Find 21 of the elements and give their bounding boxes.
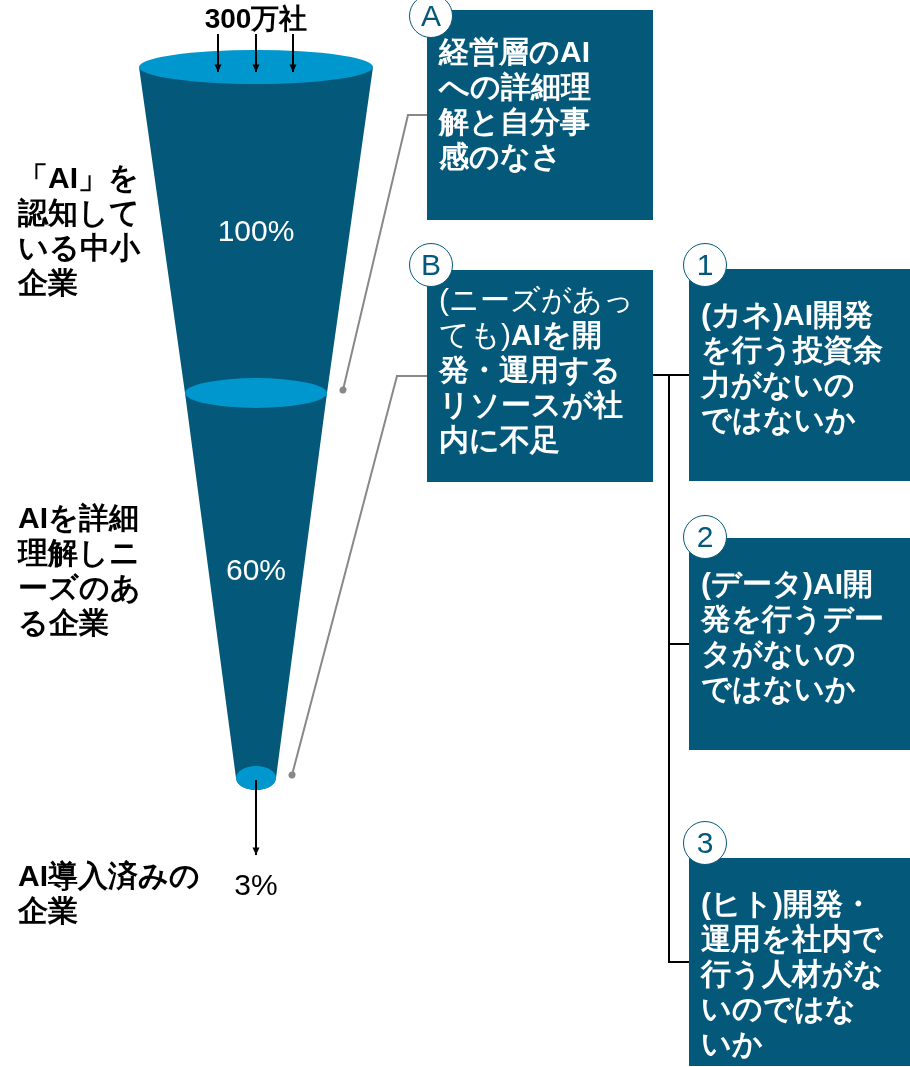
letter-badge: 2: [683, 515, 727, 559]
letter-badge: A: [409, 0, 453, 38]
letter-badge: B: [409, 243, 453, 287]
side-label: AI導入済みの企業: [18, 858, 201, 928]
count-label: 300万社: [196, 0, 316, 38]
box-text: (データ)AI開発を行うデータがないのではないか: [701, 566, 885, 706]
leader-line: [288, 375, 428, 779]
leader-line: [339, 114, 428, 394]
percentage-label: 100%: [216, 214, 296, 248]
arrow: [289, 33, 297, 73]
side-label: 「AI」を認知している中小企業: [18, 160, 142, 300]
side-label: AIを詳細理解しニーズのある企業: [18, 500, 142, 640]
box-text: (カネ)AI開発を行う投資余力がないのではないか: [701, 297, 884, 437]
percentage-label: 3%: [220, 868, 292, 902]
percentage-label: 60%: [224, 553, 287, 587]
letter-badge: 1: [683, 243, 727, 287]
box-text: (ヒト)開発・運用を社内で行う人材がないのではないか: [701, 886, 885, 1061]
arrow: [214, 33, 222, 73]
letter-badge: 3: [683, 821, 727, 865]
arrow: [252, 779, 260, 856]
arrow: [252, 33, 260, 73]
